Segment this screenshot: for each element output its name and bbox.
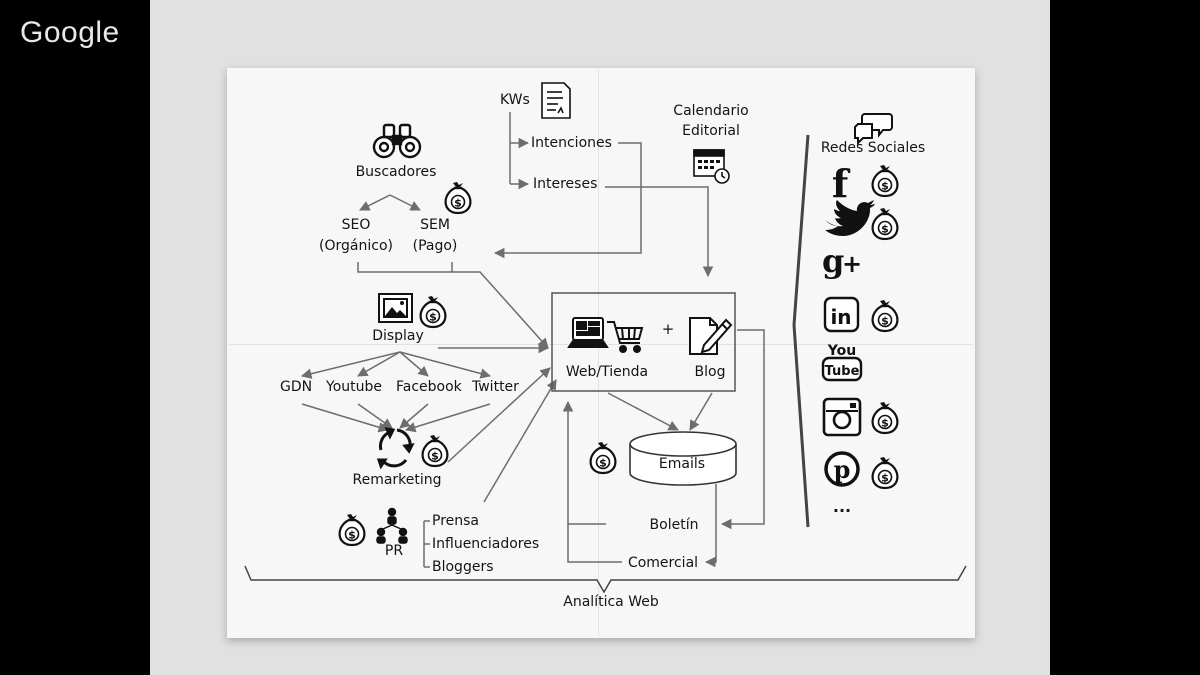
document-icon bbox=[541, 82, 571, 119]
money-bag-icon bbox=[419, 294, 447, 329]
computer-icon bbox=[567, 317, 609, 348]
calendar-icon bbox=[693, 149, 730, 184]
remarketing-label: Remarketing bbox=[352, 472, 442, 488]
buscadores-to-seo-sem bbox=[359, 194, 421, 211]
youtube-label: Youtube bbox=[326, 379, 382, 395]
svg-text:g: g bbox=[822, 242, 844, 280]
instagram-icon bbox=[822, 397, 862, 437]
pinterest-icon: p bbox=[824, 451, 860, 487]
return-to-web bbox=[562, 400, 622, 563]
recycle-icon bbox=[376, 427, 415, 470]
twitter-icon bbox=[825, 200, 875, 236]
blog-to-boletin bbox=[720, 329, 765, 530]
remarketing-to-web bbox=[447, 367, 551, 463]
money-bag-icon bbox=[589, 440, 617, 475]
plus-sign: + bbox=[661, 320, 675, 338]
channels-to-remarketing bbox=[301, 403, 491, 433]
calendario-label-2: Editorial bbox=[682, 123, 740, 139]
shopping-cart-icon bbox=[607, 321, 644, 353]
money-bag-icon bbox=[444, 180, 472, 215]
sem-label-2: (Pago) bbox=[412, 238, 458, 254]
intereses-to-web bbox=[605, 186, 714, 278]
money-bag-icon bbox=[871, 455, 899, 490]
binoculars-icon bbox=[372, 123, 422, 159]
facebook-icon: f bbox=[832, 161, 851, 206]
kws-branches bbox=[509, 112, 530, 190]
chat-bubbles-icon bbox=[854, 113, 893, 146]
svg-text:in: in bbox=[830, 305, 851, 329]
seo-sem-to-web bbox=[357, 262, 549, 349]
boletin-label: Boletín bbox=[649, 517, 699, 533]
money-bag-icon bbox=[338, 512, 366, 547]
svg-text:+: + bbox=[842, 250, 862, 278]
social-bracket bbox=[792, 134, 810, 528]
intenciones-label: Intenciones bbox=[531, 135, 612, 151]
pr-bracket bbox=[423, 520, 430, 568]
facebook-label: Facebook bbox=[396, 379, 462, 395]
money-bag-icon bbox=[871, 298, 899, 333]
money-bag-icon bbox=[871, 163, 899, 198]
emails-cylinder bbox=[629, 431, 737, 486]
google-logo: Google bbox=[20, 16, 120, 49]
seo-label-1: SEO bbox=[341, 217, 371, 233]
emails-to-comercial bbox=[704, 484, 717, 568]
svg-text:Tube: Tube bbox=[825, 364, 860, 379]
web-blog-box bbox=[551, 292, 736, 392]
sem-label-1: SEM bbox=[420, 217, 450, 233]
twitter-label: Twitter bbox=[472, 379, 519, 395]
influenciadores-label: Influenciadores bbox=[432, 536, 540, 552]
money-bag-icon bbox=[871, 206, 899, 241]
intenciones-to-buscadores bbox=[493, 142, 642, 259]
money-bag-icon bbox=[421, 433, 449, 468]
money-bag-icon bbox=[871, 400, 899, 435]
web-tienda-label: Web/Tienda bbox=[565, 364, 649, 380]
buscadores-label: Buscadores bbox=[355, 164, 437, 180]
redes-sociales-label: Redes Sociales bbox=[820, 140, 926, 156]
google-plus-icon: g + bbox=[822, 242, 862, 280]
people-network-icon bbox=[376, 507, 408, 544]
seo-label-2: (Orgánico) bbox=[319, 238, 393, 254]
document-edit-icon bbox=[689, 317, 733, 355]
more-ellipsis: ... bbox=[832, 497, 852, 516]
calendario-label-1: Calendario bbox=[673, 103, 749, 119]
display-to-channels bbox=[300, 351, 492, 379]
analytics-brace bbox=[244, 565, 967, 594]
linkedin-icon: in bbox=[823, 296, 860, 333]
pr-to-web bbox=[483, 379, 557, 503]
paper-fold-vertical bbox=[598, 70, 599, 636]
intereses-label: Intereses bbox=[533, 176, 598, 192]
comercial-label: Comercial bbox=[627, 555, 699, 571]
web-to-emails bbox=[607, 392, 713, 431]
pr-label: PR bbox=[384, 543, 404, 559]
picture-icon bbox=[378, 293, 413, 323]
prensa-label: Prensa bbox=[432, 513, 480, 529]
display-label: Display bbox=[372, 328, 424, 344]
emails-label: Emails bbox=[658, 456, 706, 472]
youtube-icon: You Tube bbox=[821, 343, 863, 382]
kws-label: KWs bbox=[500, 92, 530, 108]
svg-text:p: p bbox=[834, 455, 851, 484]
blog-label: Blog bbox=[694, 364, 726, 380]
svg-text:f: f bbox=[832, 161, 851, 206]
analitica-web-label: Analítica Web bbox=[563, 594, 659, 610]
bloggers-label: Bloggers bbox=[432, 559, 494, 575]
svg-text:You: You bbox=[827, 343, 856, 359]
gdn-label: GDN bbox=[280, 379, 313, 395]
